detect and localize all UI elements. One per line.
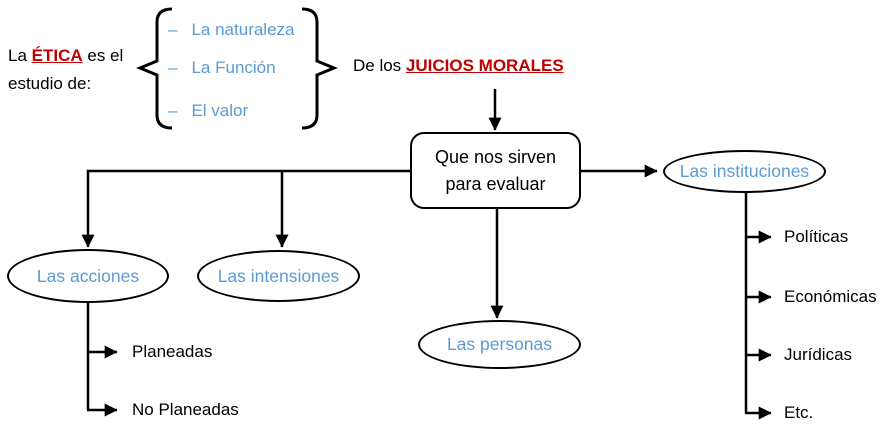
leaf-planeadas: Planeadas <box>132 342 213 361</box>
arrow-box-to-acciones <box>81 169 410 248</box>
aspect-label: El valor <box>191 101 249 120</box>
object-prefix: De los <box>353 56 406 75</box>
central-box-line1: Que nos sirven <box>434 146 557 167</box>
central-box: Que nos sirven para evaluar <box>410 132 581 209</box>
aspect-item-funcion: – La Función <box>168 56 276 80</box>
intro-line1: La ÉTICA es el <box>8 42 168 70</box>
node-label: Las instituciones <box>679 161 810 181</box>
central-box-line2: para evaluar <box>445 173 546 194</box>
aspect-item-naturaleza: – La naturaleza <box>168 18 295 42</box>
brace-right-icon <box>301 7 338 130</box>
intro-line2: estudio de: <box>8 74 92 93</box>
dash-bullet-icon: – <box>168 101 178 120</box>
intro-prefix: La <box>8 46 32 65</box>
etica-keyword: ÉTICA <box>31 46 83 65</box>
juicios-morales-keyword: JUICIOS MORALES <box>405 56 564 75</box>
node-label: Las personas <box>446 334 553 354</box>
leaf-etc: Etc. <box>784 403 814 422</box>
intro-text: La ÉTICA es el estudio de: <box>8 42 168 98</box>
aspect-item-valor: – El valor <box>168 99 248 123</box>
aspect-label: La naturaleza <box>191 20 295 39</box>
node-label: Las acciones <box>36 265 140 286</box>
node-label: Las intensiones <box>217 265 340 286</box>
leaf-politicas: Políticas <box>784 227 849 246</box>
node-las-intensiones: Las intensiones <box>197 250 360 302</box>
object-phrase: De los JUICIOS MORALES <box>353 56 564 76</box>
dash-bullet-icon: – <box>168 20 178 39</box>
leaf-juridicas: Jurídicas <box>784 345 853 364</box>
node-las-instituciones: Las instituciones <box>663 150 826 193</box>
aspect-label: La Función <box>191 58 276 77</box>
node-las-personas: Las personas <box>418 320 581 369</box>
dash-bullet-icon: – <box>168 58 178 77</box>
leaf-economicas: Económicas <box>784 287 877 306</box>
node-las-acciones: Las acciones <box>7 249 169 303</box>
leaf-no-planeadas: No Planeadas <box>132 400 239 419</box>
intro-suffix: es el <box>82 46 124 65</box>
